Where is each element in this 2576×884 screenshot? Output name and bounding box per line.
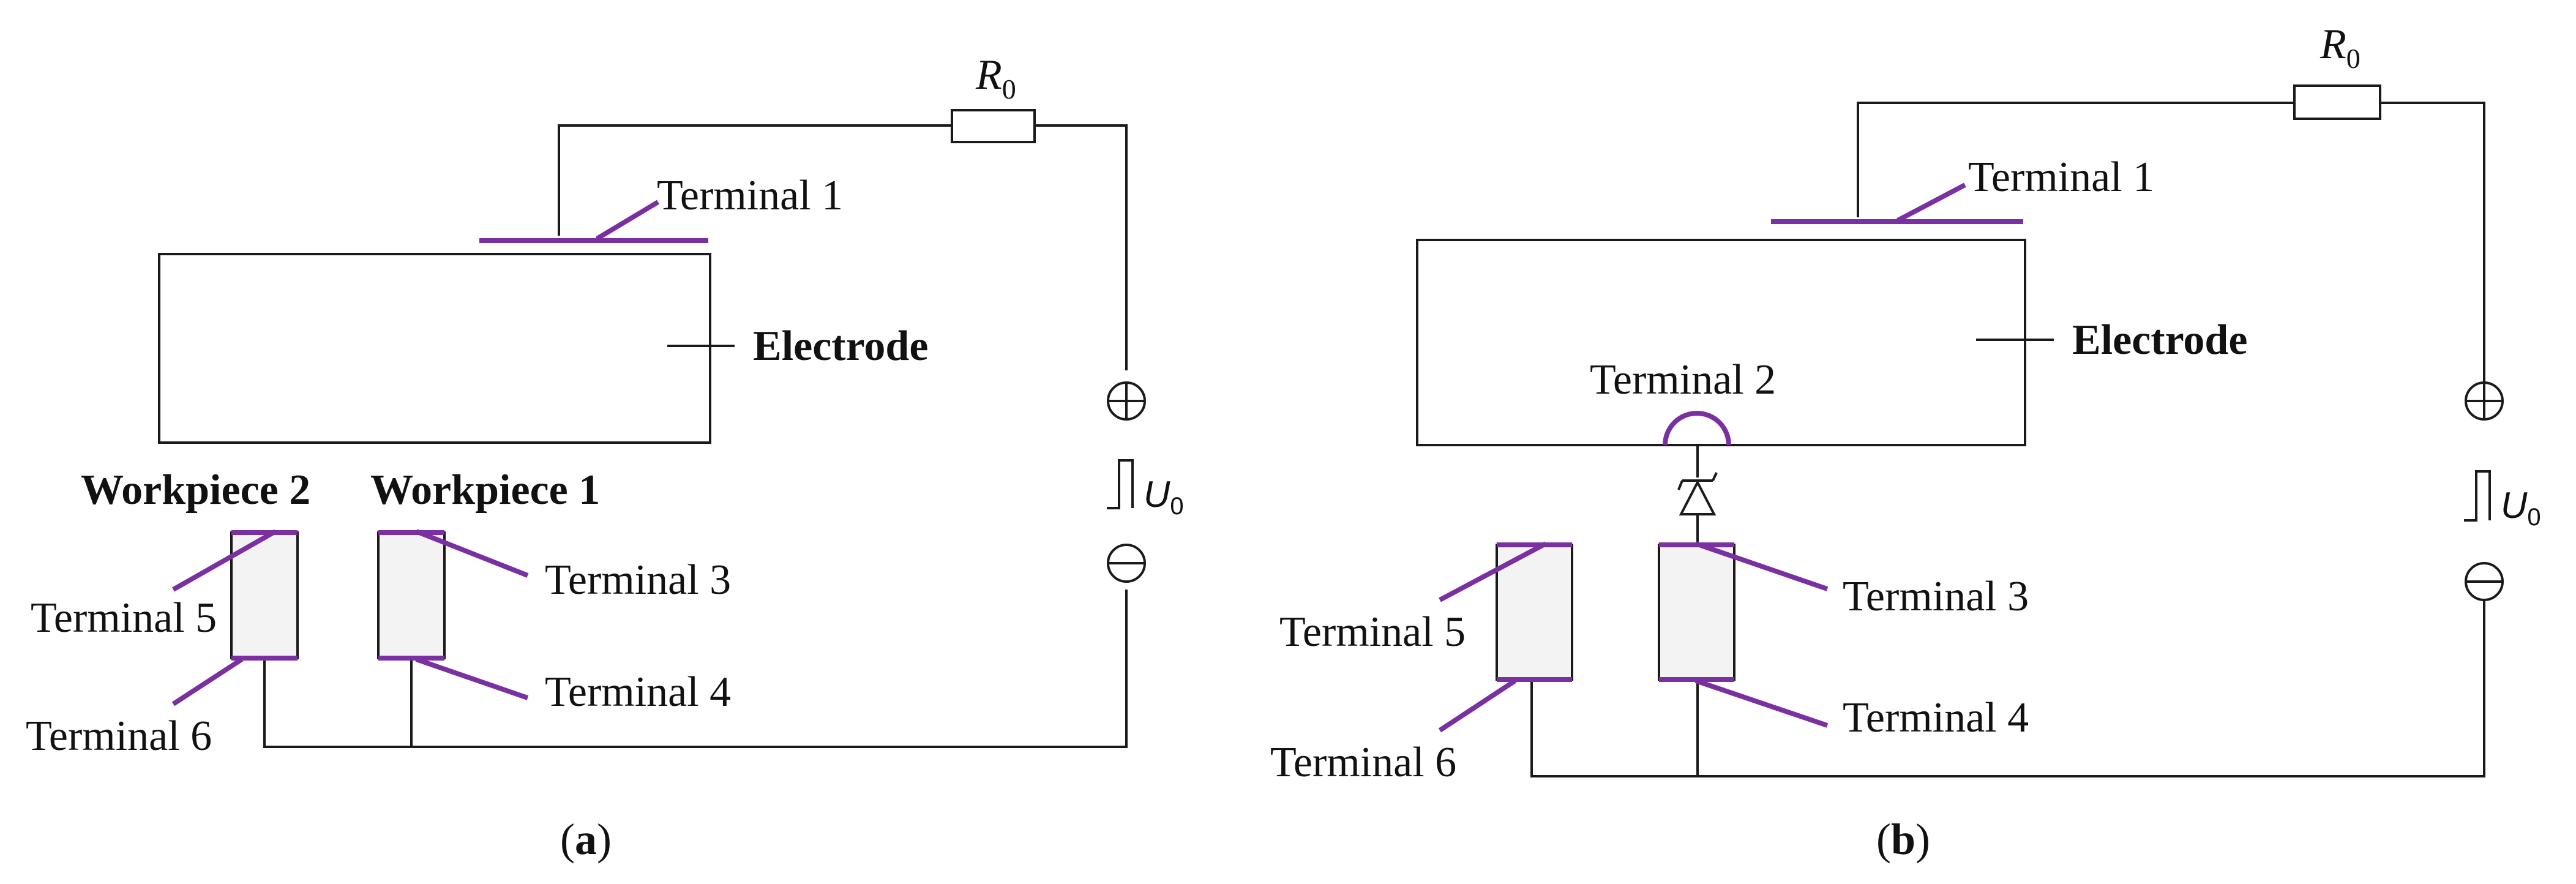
panel-b-wire-top [1857, 102, 2485, 383]
panel-a-electrode-label: Electrode [753, 323, 928, 370]
panel-b-workpiece-left [1496, 544, 1573, 681]
panel-a-wire-top [558, 124, 1128, 370]
panel-a-terminal-1-label: Terminal 1 [657, 172, 843, 219]
panel-b-resistor [2293, 84, 2381, 120]
panel-b-caption: (b) [1876, 815, 1930, 864]
panel-a-terminal-4-label: Terminal 4 [545, 669, 731, 716]
panel-b-workpiece-right [1658, 544, 1735, 681]
panel-a-electrode [158, 253, 711, 444]
panel-b-electrode [1416, 239, 2026, 446]
panel-a-resistor [951, 109, 1036, 143]
panel-b-resistor-label: R0 [2320, 21, 2361, 74]
panel-a-workpiece-2 [230, 531, 299, 659]
panel-b-terminal-2-label: Terminal 2 [1590, 356, 1776, 403]
panel-b-power-source: U0 [2464, 381, 2541, 601]
panel-a-terminal-5-label: Terminal 5 [31, 594, 217, 642]
panel-b-source-label: U0 [2501, 485, 2541, 531]
panel-a: R0 Electrode Terminal 1 U0 Workpiece 2 W… [26, 51, 1184, 864]
panel-a-power-source: U0 [1107, 381, 1184, 583]
panel-b-terminal-1-label: Terminal 1 [1968, 154, 2154, 201]
panel-b-electrode-label: Electrode [2072, 317, 2247, 364]
panel-a-terminal-3-label: Terminal 3 [545, 556, 731, 604]
panel-a-wire-bottom [263, 590, 1128, 748]
panel-b-terminal-2 [1663, 411, 1731, 446]
panel-b-terminal-5-label: Terminal 5 [1279, 609, 1466, 656]
panel-a-source-label: U0 [1144, 474, 1184, 520]
panel-a-workpiece-2-label: Workpiece 2 [81, 466, 310, 514]
panel-a-workpiece-1-label: Workpiece 1 [370, 466, 600, 514]
panel-a-workpiece-1 [377, 531, 446, 659]
panel-b-wire-bottom [1530, 600, 2485, 777]
panel-b-terminal-4-label: Terminal 4 [1843, 694, 2029, 741]
panel-b: R0 Electrode Terminal 1 Terminal 2 [1270, 21, 2541, 864]
panel-b-terminal-3-label: Terminal 3 [1843, 573, 2029, 620]
panel-b-pulse-icon [2464, 470, 2491, 522]
panel-b-diode-icon [1677, 445, 1718, 545]
panel-b-terminal-1-leader [1896, 182, 1966, 223]
panel-a-pulse-icon [1107, 459, 1134, 509]
panel-a-resistor-label: R0 [975, 51, 1016, 105]
panel-a-terminal-6-label: Terminal 6 [26, 713, 212, 760]
panel-a-caption: (a) [560, 815, 612, 864]
panel-b-terminal-6-label: Terminal 6 [1270, 739, 1456, 786]
panel-a-terminal-1-leader [595, 200, 660, 241]
